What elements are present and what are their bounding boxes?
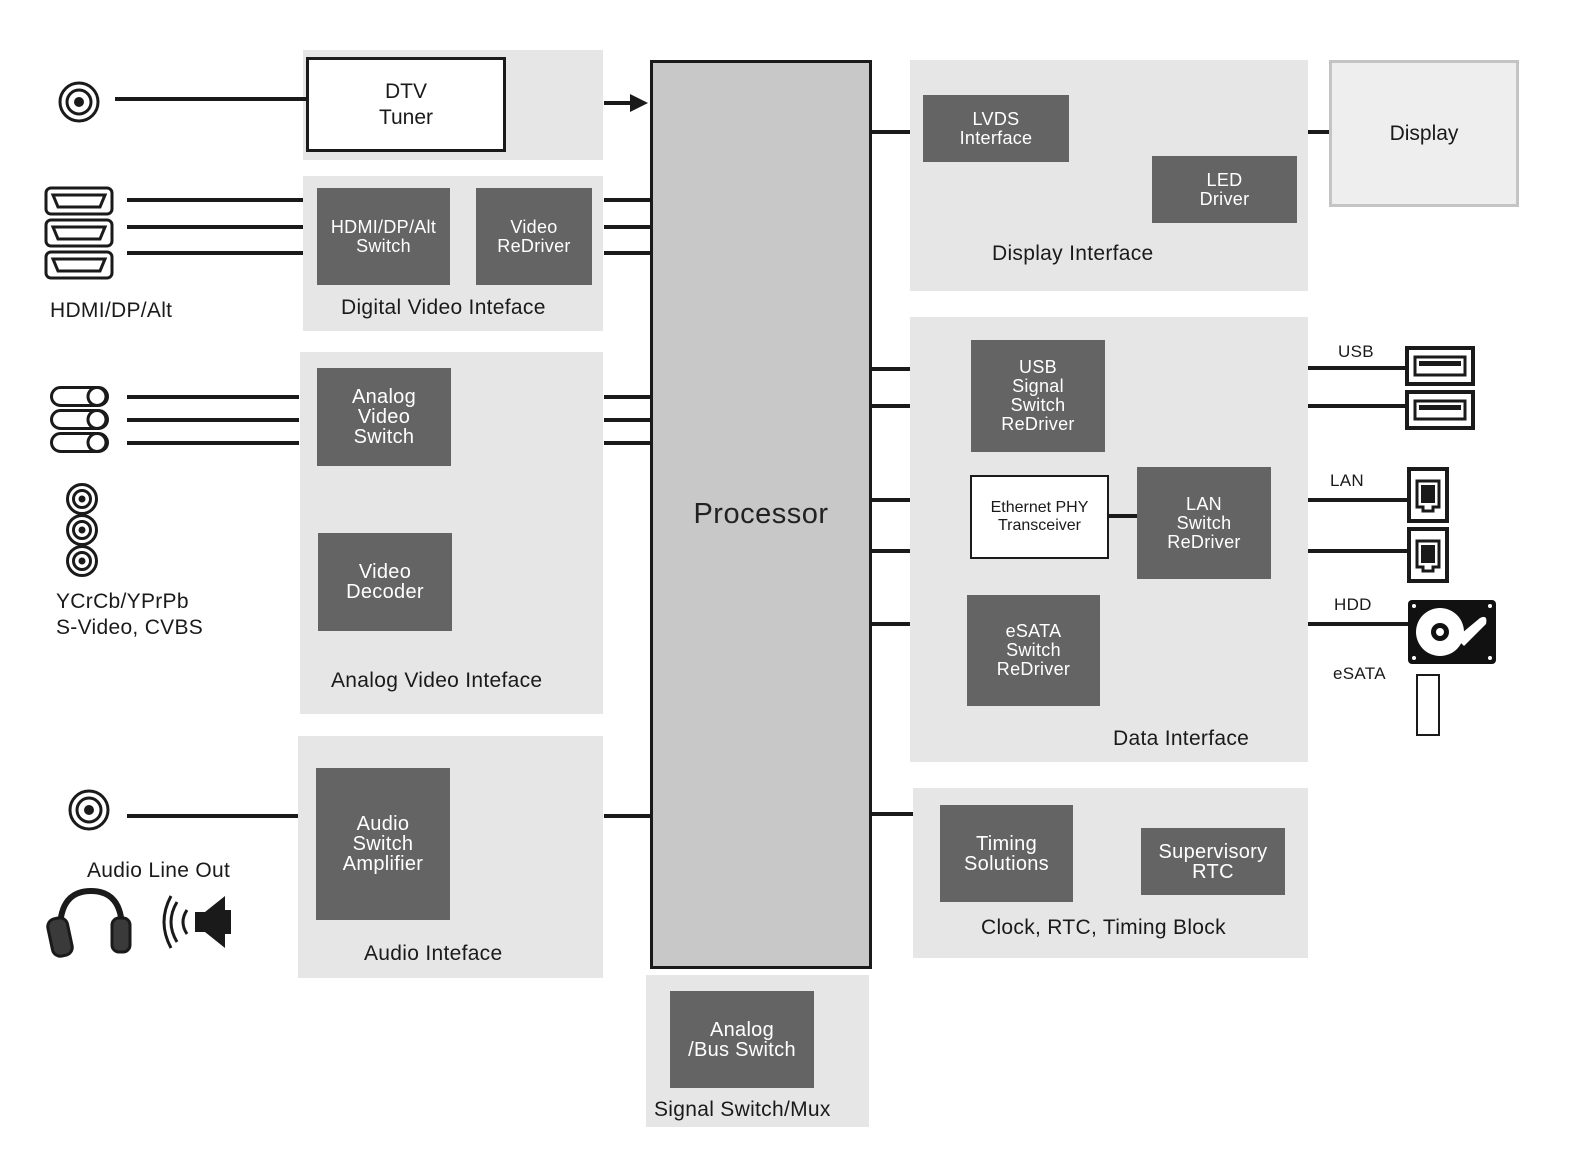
audio-line-out-label: Audio Line Out — [87, 859, 231, 882]
analog-video-label: YCrCb/YPrPb S-Video, CVBS — [56, 590, 204, 639]
usb-port-icon — [1405, 346, 1475, 386]
digital-video-bus-line — [604, 251, 650, 255]
analog-video-title: Analog Video Inteface — [331, 669, 543, 692]
esata-label: eSATA — [1333, 664, 1386, 683]
led-driver-label: LED Driver — [1199, 169, 1250, 209]
tuner-input-line — [115, 97, 307, 101]
dtv-tuner-block: DTV Tuner — [306, 57, 506, 152]
display-bus-line — [869, 130, 910, 134]
signal-switch-title: Signal Switch/Mux — [654, 1098, 831, 1121]
clock-title: Clock, RTC, Timing Block — [981, 916, 1226, 939]
analog-input-line — [127, 441, 299, 445]
phy-link-line — [1107, 514, 1137, 518]
digital-video-bus-line — [604, 225, 650, 229]
esata-switch-label: eSATA Switch ReDriver — [996, 621, 1071, 679]
audio-switch-block: Audio Switch Amplifier — [316, 768, 450, 920]
lvds-interface-block: LVDS Interface — [923, 95, 1069, 162]
hdmi-label: HDMI/DP/Alt — [50, 299, 173, 322]
speaker-icon — [162, 895, 231, 949]
usb-port-icon — [1405, 390, 1475, 430]
hdmi-input-line — [127, 251, 303, 255]
tuner-output-line — [604, 101, 634, 105]
lan-bus-line — [869, 498, 910, 502]
analog-bus-switch-label: Analog /Bus Switch — [688, 1018, 796, 1061]
video-decoder-label: Video Decoder — [346, 561, 424, 603]
usb-label: USB — [1338, 342, 1374, 361]
analog-bus-switch-block: Analog /Bus Switch — [670, 991, 814, 1088]
esata-switch-block: eSATA Switch ReDriver — [967, 595, 1100, 706]
esata-port-icon — [1416, 674, 1440, 736]
rca-jack-icon — [66, 514, 98, 546]
hdmi-port-icon — [44, 218, 114, 248]
usb-switch-block: USB Signal Switch ReDriver — [971, 340, 1105, 452]
lan-port-line — [1308, 549, 1408, 553]
ethernet-phy-label: Ethernet PHY Transceiver — [990, 499, 1089, 534]
display-output-line — [1308, 130, 1329, 134]
data-interface-title: Data Interface — [1113, 727, 1250, 750]
audio-title: Audio Inteface — [364, 942, 503, 965]
component-connector-icon — [50, 409, 109, 430]
processor-block: Processor — [650, 60, 872, 969]
video-redriver-label: Video ReDriver — [497, 216, 571, 256]
analog-video-bus-line — [604, 395, 650, 399]
usb-switch-label: USB Signal Switch ReDriver — [1001, 357, 1075, 434]
component-connector-icon — [50, 432, 109, 453]
analog-video-bus-line — [604, 441, 650, 445]
hdd-label: HDD — [1334, 595, 1372, 614]
led-driver-block: LED Driver — [1152, 156, 1297, 223]
audio-jack-icon — [68, 789, 110, 831]
usb-port-line — [1308, 366, 1406, 370]
analog-input-line — [127, 395, 299, 399]
hdmi-input-line — [127, 225, 303, 229]
processor-label: Processor — [693, 498, 829, 530]
hdmi-input-line — [127, 198, 303, 202]
hdmi-switch-block: HDMI/DP/Alt Switch — [317, 188, 450, 285]
lan-bus-line — [869, 549, 910, 553]
rca-jack-icon — [66, 483, 98, 515]
audio-output-line — [127, 814, 298, 818]
ethernet-phy-block: Ethernet PHY Transceiver — [970, 475, 1109, 559]
digital-video-bus-line — [604, 198, 650, 202]
analog-video-bus-line — [604, 418, 650, 422]
usb-port-line — [1308, 404, 1406, 408]
analog-input-line — [127, 418, 299, 422]
lan-switch-block: LAN Switch ReDriver — [1137, 467, 1271, 579]
lan-port-icon — [1407, 527, 1449, 583]
usb-bus-line — [869, 367, 910, 371]
timing-solutions-label: Timing Solutions — [964, 832, 1049, 875]
clock-bus-line — [869, 812, 913, 816]
video-decoder-block: Video Decoder — [318, 533, 452, 631]
component-connector-icon — [50, 386, 109, 407]
digital-video-title: Digital Video Inteface — [341, 296, 546, 319]
timing-solutions-block: Timing Solutions — [940, 805, 1073, 902]
hdmi-port-icon — [44, 250, 114, 280]
headphones-icon — [46, 887, 132, 958]
rca-jack-icon — [66, 545, 98, 577]
audio-switch-label: Audio Switch Amplifier — [342, 813, 424, 875]
coax-connector-icon — [58, 81, 100, 123]
analog-video-switch-block: Analog Video Switch — [317, 368, 451, 466]
supervisory-rtc-label: Supervisory RTC — [1158, 840, 1268, 883]
analog-video-switch-label: Analog Video Switch — [351, 386, 417, 448]
display-block: Display — [1329, 60, 1519, 207]
lan-port-line — [1308, 498, 1408, 502]
dtv-tuner-label: DTV Tuner — [378, 79, 434, 129]
display-label: Display — [1389, 121, 1459, 145]
hdmi-port-icon — [44, 186, 114, 216]
arrow-right-icon — [630, 94, 648, 112]
hdmi-switch-label: HDMI/DP/Alt Switch — [330, 216, 437, 256]
lan-switch-label: LAN Switch ReDriver — [1167, 493, 1241, 552]
lan-label: LAN — [1330, 471, 1364, 490]
hdd-port-line — [1308, 622, 1408, 626]
video-redriver-block: Video ReDriver — [476, 188, 592, 285]
usb-bus-line — [869, 404, 910, 408]
lan-port-icon — [1407, 467, 1449, 523]
display-interface-title: Display Interface — [992, 242, 1154, 265]
hard-drive-icon — [1408, 600, 1496, 664]
supervisory-rtc-block: Supervisory RTC — [1141, 828, 1285, 895]
esata-bus-line — [869, 622, 910, 626]
lvds-interface-label: LVDS Interface — [959, 108, 1033, 148]
audio-bus-line — [604, 814, 650, 818]
